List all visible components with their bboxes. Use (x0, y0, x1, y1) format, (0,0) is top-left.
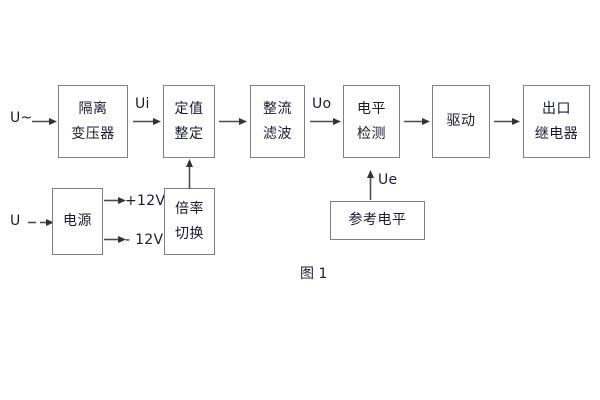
arrow-isolation-to-setting (133, 117, 161, 126)
block-line: 参考电平 (348, 212, 407, 229)
signal-label-ue: Ue (378, 172, 398, 188)
input-label-dc: U (10, 213, 21, 229)
signal-label-ui: Ui (135, 96, 150, 112)
figure-caption: 图 1 (300, 266, 328, 282)
arrow-level-to-drive (404, 117, 430, 126)
arrow-dc-to-power-supply (28, 218, 54, 227)
block-line: 电平 (357, 100, 386, 117)
block-reference-level: 参考电平 (330, 201, 425, 240)
block-line: 检测 (357, 125, 386, 142)
block-line: 驱动 (446, 113, 476, 130)
block-output-relay: 出口 继电器 (523, 85, 590, 158)
arrow-multiplier-to-setting (185, 159, 194, 189)
block-line: 变压器 (71, 125, 115, 142)
block-line: 电源 (63, 213, 92, 230)
rail-label-positive: +12V (125, 193, 166, 209)
block-rectifier-filter: 整流 滤波 (250, 85, 305, 158)
arrow-ac-to-isolation (32, 117, 57, 126)
block-level-detection: 电平 检测 (343, 85, 400, 158)
block-setting-value: 定值 整定 (163, 85, 215, 158)
block-multiplier-switch: 倍率 切换 (164, 188, 215, 255)
arrow-rectifier-to-level (310, 117, 341, 126)
input-label-ac: U~ (10, 110, 33, 126)
rail-label-negative: - 12V (125, 232, 164, 248)
block-line: 定值 (174, 100, 204, 117)
block-drive: 驱动 (432, 85, 490, 158)
arrow-reference-to-level (366, 170, 375, 200)
block-line: 隔离 (78, 100, 108, 117)
block-line: 倍率 (175, 200, 204, 217)
arrow-setting-to-rectifier (219, 117, 247, 126)
block-line: 继电器 (534, 125, 579, 142)
block-isolation-transformer: 隔离 变压器 (58, 85, 128, 158)
block-line: 整定 (174, 125, 204, 142)
arrow-rail-positive (104, 196, 126, 205)
signal-label-uo: Uo (312, 96, 332, 112)
arrow-drive-to-relay (494, 117, 520, 126)
block-line: 出口 (542, 100, 571, 117)
block-line: 切换 (175, 225, 204, 242)
block-power-supply: 电源 (52, 188, 103, 255)
block-line: 整流 (263, 100, 292, 117)
block-line: 滤波 (263, 125, 292, 142)
arrow-rail-negative (104, 235, 126, 244)
